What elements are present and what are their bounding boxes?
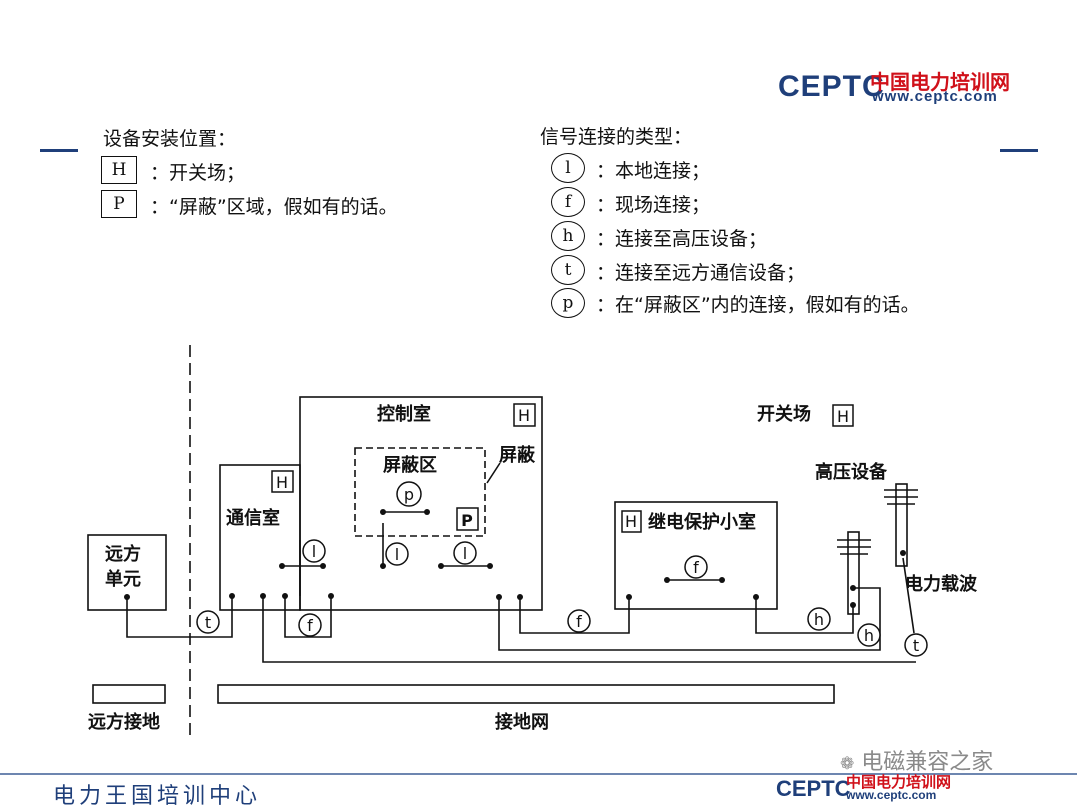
hv-post-1: [847, 531, 860, 615]
watermark-text: 电磁兼容之家: [861, 750, 994, 775]
switchyard-label: 开关场: [757, 403, 811, 425]
comm-room-h-code: H: [276, 473, 288, 492]
signal-code-t: t: [551, 255, 585, 285]
signal-text-t: ：连接至远方通信设备；: [596, 262, 806, 284]
control-room-box: [299, 396, 543, 611]
install-text-h: ：开关场；: [150, 162, 246, 184]
header-logo-cn: 中国电力培训网: [870, 72, 1010, 94]
wire-comm-f: [284, 596, 332, 638]
hv-equipment-label: 高压设备: [815, 461, 888, 483]
wire-relay-h: [755, 597, 854, 634]
install-code-p: P: [101, 190, 137, 218]
watermark: ❁ 电磁兼容之家: [840, 744, 993, 776]
signal-text-p: ：在“屏蔽区”内的连接，假如有的话。: [596, 294, 920, 316]
ground-grid-bar: [217, 684, 835, 704]
control-relay-f-circle: f: [576, 612, 582, 631]
footer-center-name: 电力王国培训中心: [53, 784, 262, 809]
left-accent-bar: [40, 149, 78, 152]
right-accent-bar: [1000, 149, 1038, 152]
remote-unit-label-1: 远方: [105, 543, 141, 565]
comm-l-circle: l: [312, 542, 316, 561]
footer-logo-cn: 中国电力培训网: [846, 774, 952, 791]
relay-room-label: 继电保护小室: [648, 511, 756, 533]
relay-f-circle: f: [693, 558, 699, 577]
relay-room-box: [614, 501, 778, 610]
relay-hv-h-circle: h: [814, 610, 824, 629]
wire-control-h: [498, 587, 881, 651]
remote-ground-label: 远方接地: [88, 711, 160, 733]
plc-label: 电力载波: [905, 573, 978, 595]
wire-relay-f: [519, 597, 630, 634]
comm-f-circle: f: [307, 616, 313, 635]
shield-p-code: P: [461, 511, 473, 530]
relay-room-h-code: H: [625, 512, 637, 531]
grid-t-circle: t: [913, 636, 919, 655]
ground-grid-label: 接地网: [495, 711, 549, 733]
control-room-h-code: H: [518, 406, 530, 425]
switchyard-h-code: H: [837, 407, 849, 426]
footer-logo-url: www.ceptc.com: [846, 788, 937, 802]
signal-code-f: f: [551, 187, 585, 217]
shield-p-circle: p: [404, 485, 414, 504]
footer-divider: [0, 773, 1077, 775]
shield-pointer-line: [486, 462, 501, 484]
header-logo: CEPTC 中国电力培训网 www.ceptc.com: [778, 66, 1043, 108]
wechat-icon: ❁: [840, 754, 855, 774]
remote-t-circle: t: [205, 613, 211, 632]
wire-hv-t: [902, 557, 915, 634]
signal-text-l: ：本地连接；: [596, 160, 711, 182]
remote-ground-bar: [92, 684, 166, 704]
signal-text-h: ：连接至高压设备；: [596, 228, 768, 250]
install-text-p: ：“屏蔽”区域，假如有的话。: [150, 196, 398, 218]
footer-logo: CEPTC 中国电力培训网 www.ceptc.com: [776, 770, 976, 804]
signal-text-f: ：现场连接；: [596, 194, 711, 216]
signal-legend-title: 信号连接的类型：: [540, 126, 693, 148]
control-l-circle: l: [463, 544, 467, 563]
header-logo-ceptc: CEPTC: [778, 70, 885, 103]
wire-remote-t: [126, 596, 233, 638]
signal-code-l: l: [551, 153, 585, 183]
install-code-h: H: [101, 156, 137, 184]
control-room-label: 控制室: [377, 403, 431, 425]
signal-code-h: h: [551, 221, 585, 251]
shield-zone-box: [354, 447, 486, 537]
shield-zone-label: 屏蔽区: [383, 455, 437, 476]
shield-label: 屏蔽: [499, 445, 536, 466]
hv-post-2: [895, 483, 908, 567]
header-logo-url: www.ceptc.com: [872, 88, 998, 105]
wire-grid-t: [262, 596, 916, 663]
remote-unit-label-2: 单元: [105, 568, 141, 590]
footer-logo-ceptc: CEPTC: [776, 776, 851, 801]
control-hv-h-circle: h: [864, 626, 874, 645]
shield-l-circle: l: [395, 545, 399, 564]
install-legend-title: 设备安装位置：: [103, 128, 237, 150]
comm-room-label: 通信室: [226, 507, 280, 529]
signal-code-p: p: [551, 288, 585, 318]
